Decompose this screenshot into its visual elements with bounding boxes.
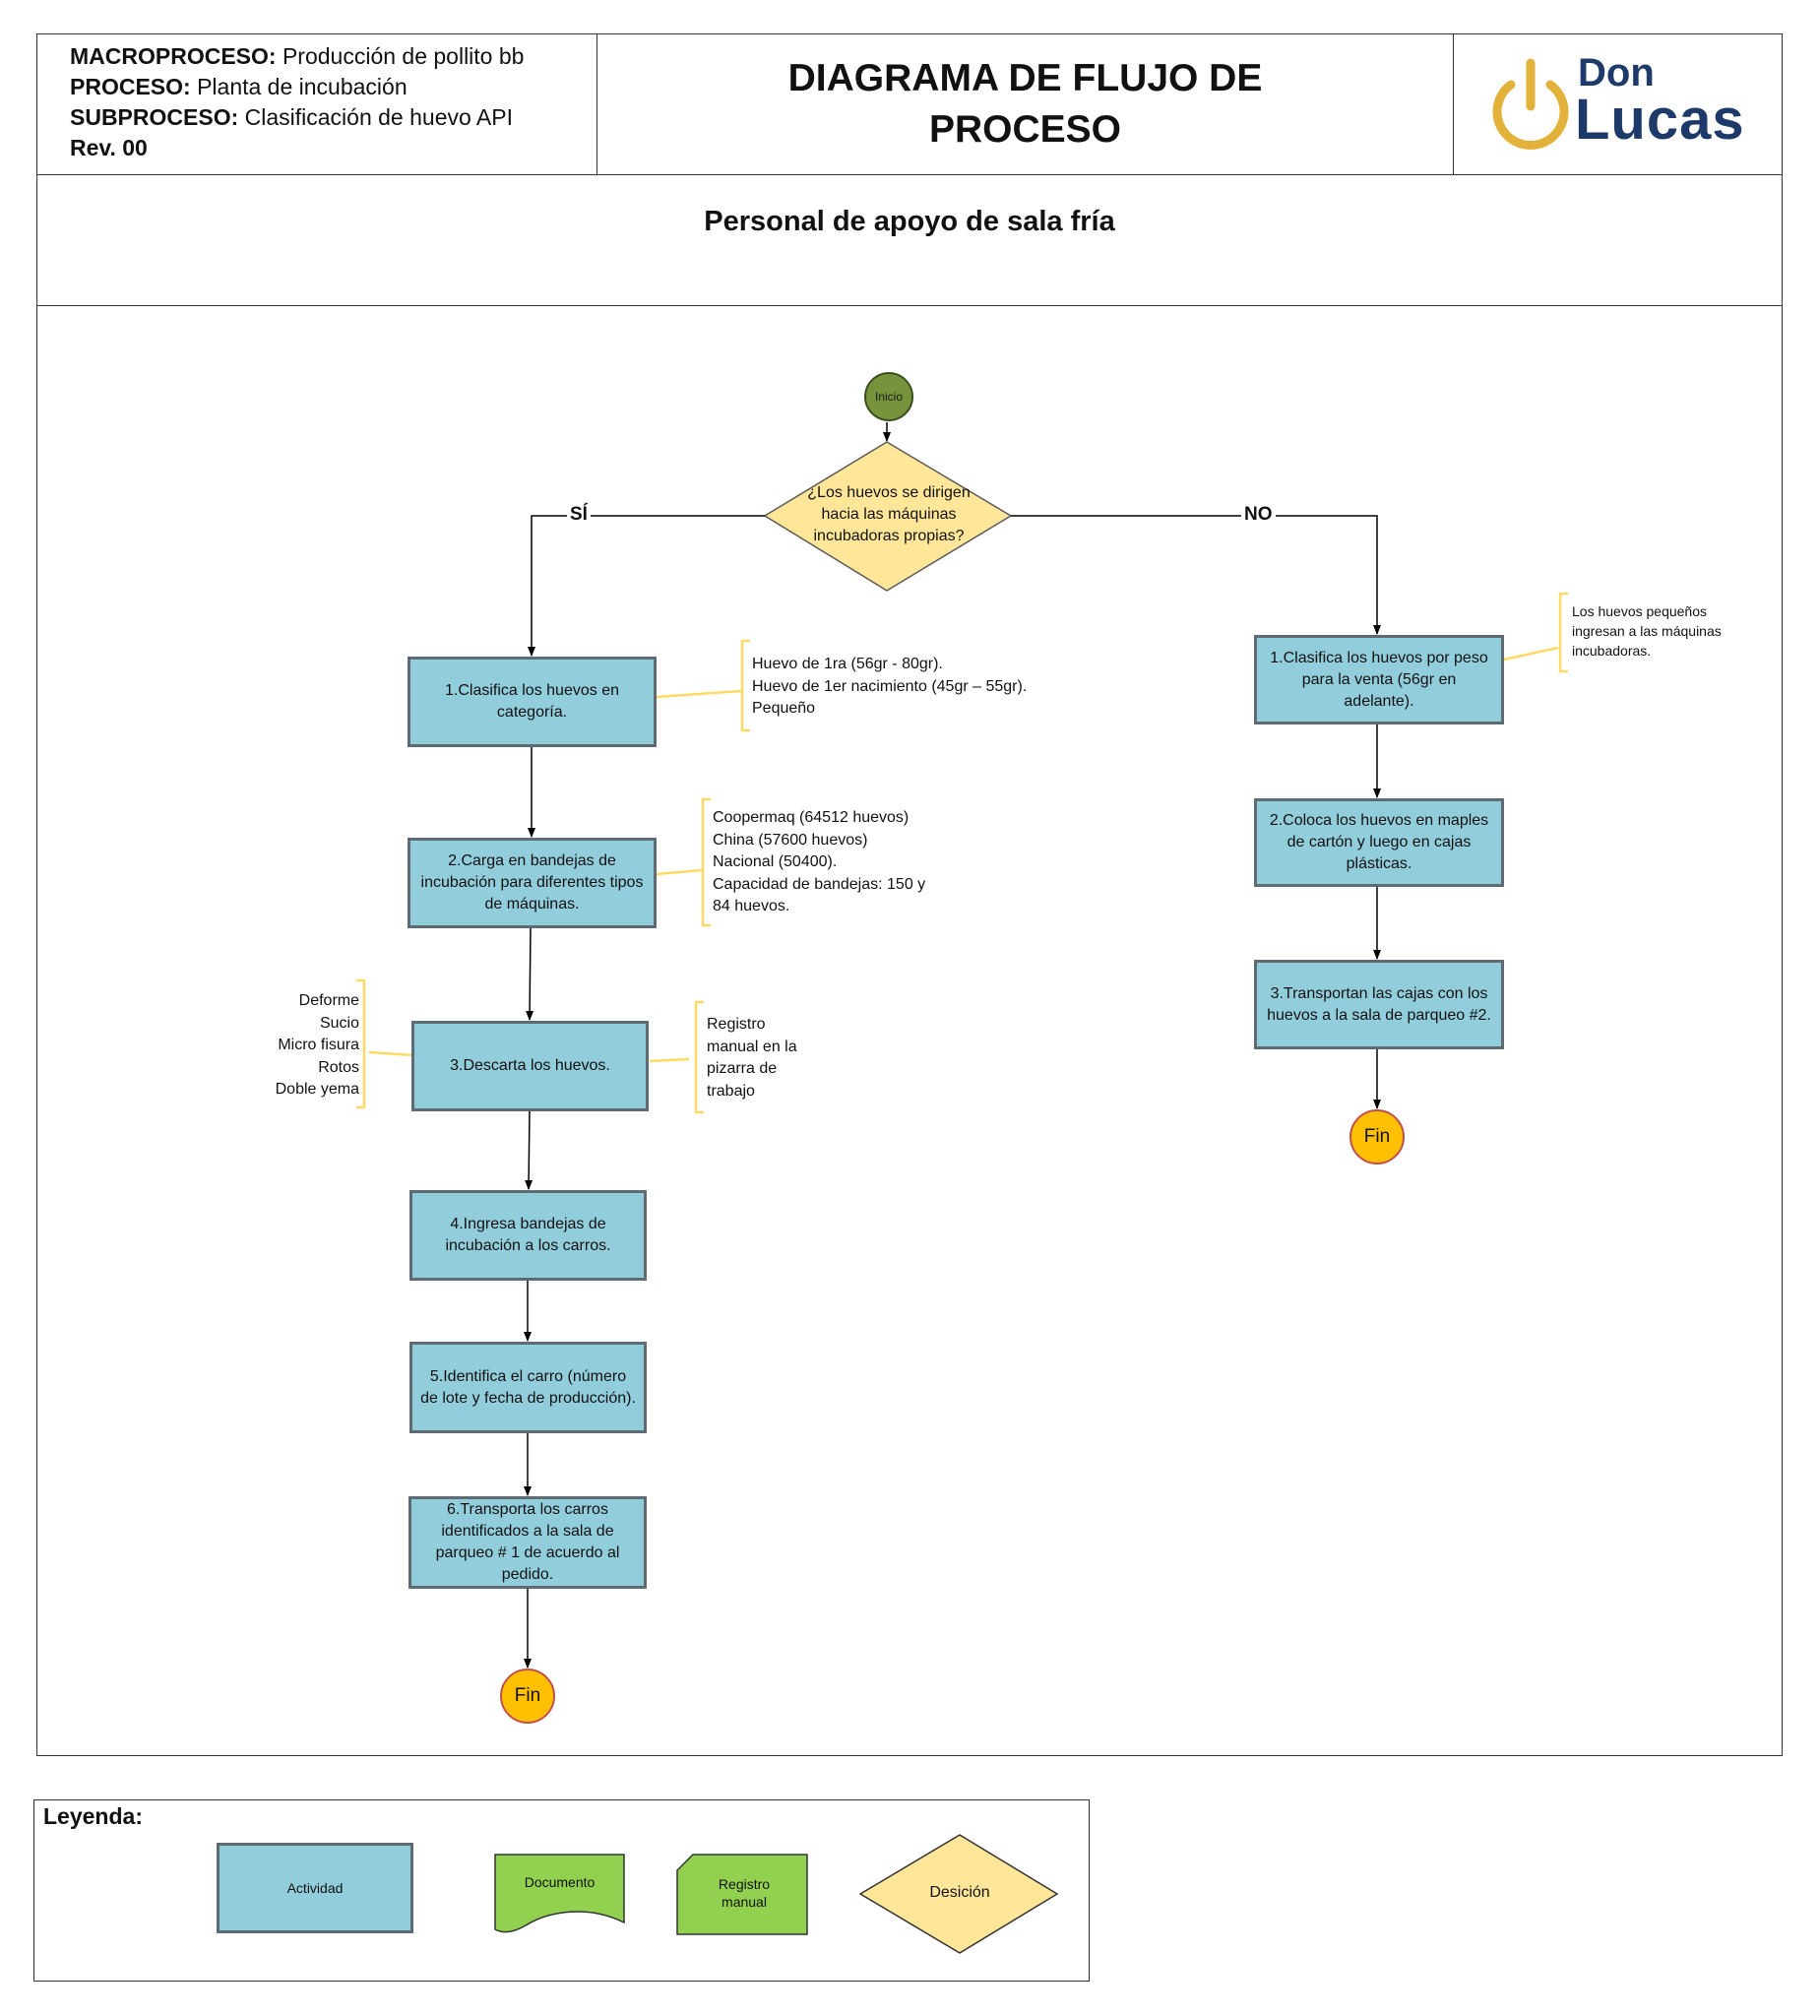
- yes-step-1-label: 1.Clasifica los huevos en categoría.: [445, 682, 619, 721]
- yes-step-3: 3.Descarta los huevos.: [411, 1021, 649, 1111]
- diagram-area: [36, 305, 1783, 1756]
- no-label: NO: [1241, 504, 1276, 526]
- note-bracket-step1: [740, 639, 750, 732]
- yes-step-1: 1.Clasifica los huevos en categoría.: [408, 657, 657, 747]
- yes-step-5-label: 5.Identifica el carro (número de lote y …: [420, 1367, 636, 1407]
- proceso-value: Planta de incubación: [197, 74, 408, 99]
- legend-manual-record-shape: [676, 1854, 808, 1935]
- note-bracket-step3-right: [694, 1000, 704, 1114]
- note-step2: Coopermaq (64512 huevos) China (57600 hu…: [713, 809, 926, 914]
- note-no-step1: Los huevos pequeños ingresan a las máqui…: [1572, 603, 1722, 659]
- yes-step-6-label: 6.Transporta los carros identificados a …: [435, 1501, 620, 1583]
- legend-document-shape: [494, 1854, 625, 1933]
- logo-word-don: Don: [1578, 51, 1655, 94]
- header-frame: [36, 33, 1783, 175]
- note-step1: Huevo de 1ra (56gr - 80gr). Huevo de 1er…: [752, 656, 1028, 717]
- subproceso-value: Clasificación de huevo API: [244, 104, 513, 130]
- no-step-3: 3.Transportan las cajas con los huevos a…: [1254, 960, 1504, 1049]
- note-link-step2: [656, 868, 703, 876]
- note-step3-right: Registro manual en la pizarra de trabajo: [707, 1016, 797, 1100]
- legend-manual-record-label: Registro manual: [718, 1876, 771, 1910]
- legend-activity-shape: Actividad: [217, 1843, 413, 1933]
- arrow-yes-2-3: [526, 926, 534, 1021]
- proceso-label: PROCESO:: [70, 74, 191, 99]
- end-node-no: Fin: [1349, 1109, 1405, 1165]
- note-link-step1: [656, 689, 742, 699]
- end-label-yes: Fin: [514, 1685, 541, 1706]
- no-step-1: 1.Clasifica los huevos por peso para la …: [1254, 635, 1504, 724]
- legend-decision-label: Desición: [929, 1884, 990, 1901]
- yes-step-4: 4.Ingresa bandejas de incubación a los c…: [409, 1190, 647, 1281]
- legend-activity-label: Actividad: [286, 1880, 344, 1896]
- yes-step-2-label: 2.Carga en bandejas de incubación para d…: [420, 852, 644, 913]
- arrow-yes-branch: [528, 515, 765, 657]
- page-title: DIAGRAMA DE FLUJO DE PROCESO: [597, 33, 1454, 175]
- note-link-step3-left: [368, 1050, 414, 1057]
- no-step-1-label: 1.Clasifica los huevos por peso para la …: [1270, 649, 1488, 710]
- yes-step-4-label: 4.Ingresa bandejas de incubación a los c…: [445, 1216, 611, 1254]
- legend-title: Leyenda:: [43, 1803, 143, 1829]
- no-step-2-label: 2.Coloca los huevos en maples de cartón …: [1269, 812, 1489, 872]
- macroproceso-value: Producción de pollito bb: [282, 43, 525, 69]
- note-bracket-step2: [701, 797, 711, 927]
- logo-word-lucas: Lucas: [1575, 88, 1745, 152]
- note-bracket-step3-left: [356, 978, 366, 1109]
- decision-text: ¿Los huevos se dirigen hacia las máquina…: [807, 484, 971, 544]
- lane-title-text: Personal de apoyo de sala fría: [704, 206, 1115, 237]
- start-node: Inicio: [864, 372, 913, 421]
- end-label-no: Fin: [1363, 1126, 1391, 1147]
- end-node-yes: Fin: [500, 1669, 555, 1724]
- note-link-no-step1: [1503, 646, 1559, 662]
- macroproceso-label: MACROPROCESO:: [70, 43, 277, 69]
- header-info: MACROPROCESO: Producción de pollito bb P…: [36, 33, 597, 175]
- no-step-2: 2.Coloca los huevos en maples de cartón …: [1254, 798, 1504, 887]
- title-line-1: DIAGRAMA DE FLUJO DE: [787, 57, 1263, 99]
- yes-step-3-label: 3.Descarta los huevos.: [450, 1057, 610, 1074]
- start-label: Inicio: [874, 390, 903, 404]
- arrow-yes-3-4: [525, 1109, 533, 1190]
- note-step3-left: Deforme Sucio Micro fisura Rotos Doble y…: [275, 992, 359, 1098]
- legend-document-label: Documento: [524, 1874, 596, 1890]
- subproceso-label: SUBPROCESO:: [70, 104, 239, 130]
- power-logo-icon: [1492, 58, 1569, 150]
- legend-decision-shape: [858, 1834, 1059, 1954]
- yes-step-2: 2.Carga en bandejas de incubación para d…: [408, 838, 657, 928]
- yes-step-6: 6.Transporta los carros identificados a …: [408, 1496, 647, 1589]
- arrow-no-branch: [1011, 515, 1381, 635]
- yes-label: SÍ: [567, 504, 591, 526]
- note-bracket-no-step1: [1558, 592, 1568, 673]
- legend-frame: [33, 1799, 1090, 1982]
- yes-step-5: 5.Identifica el carro (número de lote y …: [409, 1342, 647, 1433]
- revision: Rev. 00: [70, 135, 148, 160]
- no-step-3-label: 3.Transportan las cajas con los huevos a…: [1267, 984, 1491, 1024]
- title-line-2: PROCESO: [928, 108, 1122, 151]
- decision-diamond: [763, 441, 1013, 592]
- note-link-step3-right: [649, 1057, 690, 1063]
